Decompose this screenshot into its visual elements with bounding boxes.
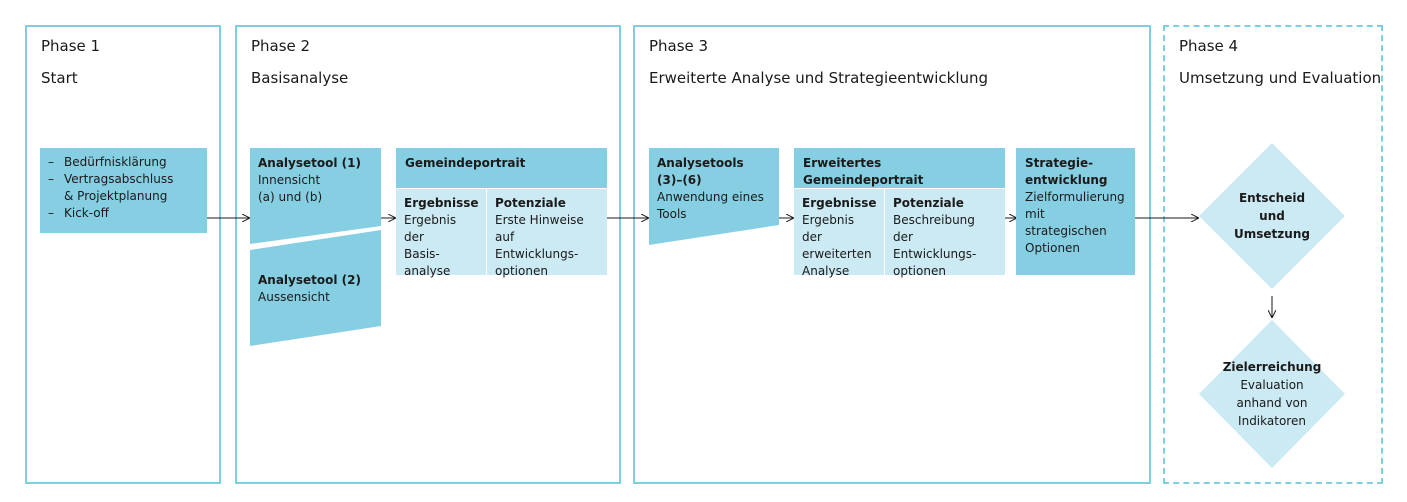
phase-4-title: Phase 4: [1179, 37, 1239, 55]
list-item: –Bedürfnisklärung: [48, 155, 167, 169]
potenziale-line: auf Entwicklungs-: [495, 230, 579, 261]
potenziale-title: Potenziale: [893, 196, 964, 210]
analysetools-3-6-text: Analysetools (3)–(6) Anwendung eines Too…: [657, 155, 764, 223]
zielerreichung-diamond: [1199, 320, 1345, 468]
potenziale-title: Potenziale: [495, 196, 566, 210]
analysetools-3-6-shape: [649, 148, 779, 245]
ergebnisse-title: Ergebnisse: [404, 196, 479, 210]
ergebnisse-line: analyse: [404, 264, 451, 278]
analysetool-2-text: Analysetool (2) Aussensicht: [258, 272, 361, 306]
ergebnisse-line: Ergebnis der: [802, 213, 855, 244]
zielerreichung-text: Zielerreichung Evaluation anhand von Ind…: [1207, 358, 1337, 430]
phase-1-frame: Phase 1 Start: [25, 25, 221, 484]
entscheid-text: Entscheid und Umsetzung: [1212, 189, 1332, 243]
phase-1-name: Start: [41, 69, 78, 87]
analysetool-1-title: Analysetool (1): [258, 156, 361, 170]
zielerreichung-title: Zielerreichung: [1222, 360, 1322, 374]
erweitertes-header: Erweitertes Gemeindeportrait: [794, 148, 1005, 188]
ergebnisse-line: Ergebnis der: [404, 213, 457, 244]
potenziale-line: Beschreibung der: [893, 213, 975, 244]
analysetool-1-line: (a) und (b): [258, 190, 323, 204]
gemeindeportrait-header: Gemeindeportrait: [396, 148, 607, 188]
analysetool-2-shape: [250, 230, 381, 346]
analysetool-2-title: Analysetool (2): [258, 273, 361, 287]
entscheid-diamond: [1199, 143, 1345, 289]
list-item: & Projektplanung: [64, 189, 168, 203]
gemeindeportrait-title: Gemeindeportrait: [405, 156, 526, 170]
potenziale-line: optionen: [495, 264, 548, 278]
ergebnisse-line: Basis-: [404, 247, 440, 261]
gemeindeportrait-ergebnisse: Ergebnisse Ergebnis der Basis- analyse: [396, 189, 486, 278]
phase-4-frame: Phase 4 Umsetzung und Evaluation: [1163, 25, 1383, 484]
erweitertes-potenziale: Potenziale Beschreibung der Entwicklungs…: [885, 189, 1005, 278]
entscheid-line: und: [1259, 209, 1285, 223]
phase-2-frame: Phase 2 Basisanalyse: [235, 25, 621, 484]
analysetool-1-shape: [250, 148, 381, 244]
start-box: –Bedürfnisklärung –Vertragsabschluss & P…: [40, 148, 207, 233]
strategie-title: entwicklung: [1025, 173, 1108, 187]
analysetools-title: Analysetools: [657, 156, 744, 170]
zielerreichung-line: anhand von: [1236, 396, 1308, 410]
phase-4-name: Umsetzung und Evaluation: [1179, 69, 1382, 87]
ergebnisse-title: Ergebnisse: [802, 196, 877, 210]
erweitertes-ergebnisse: Ergebnisse Ergebnis der erweiterten Anal…: [794, 189, 884, 278]
ergebnisse-line: erweiterten: [802, 247, 872, 261]
entscheid-line: Umsetzung: [1234, 227, 1310, 241]
phase-3-frame: Phase 3 Erweiterte Analyse und Strategie…: [633, 25, 1151, 484]
strategie-line: Optionen: [1025, 241, 1081, 255]
phase-2-name: Basisanalyse: [251, 69, 349, 87]
analysetool-1-text: Analysetool (1) Innensicht (a) und (b): [258, 155, 361, 206]
strategie-title: Strategie-: [1025, 156, 1094, 170]
analysetools-range: (3)–(6): [657, 173, 702, 187]
entscheid-line: Entscheid: [1238, 191, 1306, 205]
phase-1-title: Phase 1: [41, 37, 101, 55]
list-item: –Kick-off: [48, 206, 109, 220]
strategie-line: mit strategischen: [1025, 207, 1107, 238]
analysetools-line: Anwendung eines: [657, 190, 764, 204]
strategie-line: Zielformulierung: [1025, 190, 1125, 204]
analysetool-1-line: Innensicht: [258, 173, 321, 187]
list-item: –Vertragsabschluss: [48, 172, 174, 186]
phase-2-title: Phase 2: [251, 37, 311, 55]
gemeindeportrait-potenziale: Potenziale Erste Hinweise auf Entwicklun…: [487, 189, 607, 278]
zielerreichung-line: Evaluation: [1240, 378, 1304, 392]
erweitertes-title: Erweitertes Gemeindeportrait: [803, 156, 924, 187]
potenziale-line: Entwicklungs-: [893, 247, 977, 261]
ergebnisse-line: Analyse: [802, 264, 850, 278]
phase-3-title: Phase 3: [649, 37, 709, 55]
analysetool-2-line: Aussensicht: [258, 290, 330, 304]
zielerreichung-line: Indikatoren: [1238, 414, 1306, 428]
potenziale-line: Erste Hinweise: [495, 213, 584, 227]
phase-3-name: Erweiterte Analyse und Strategieentwickl…: [649, 69, 989, 87]
analysetools-line: Tools: [657, 207, 687, 221]
potenziale-line: optionen: [893, 264, 946, 278]
strategie-box: Strategie- entwicklung Zielformulierung …: [1016, 148, 1135, 275]
